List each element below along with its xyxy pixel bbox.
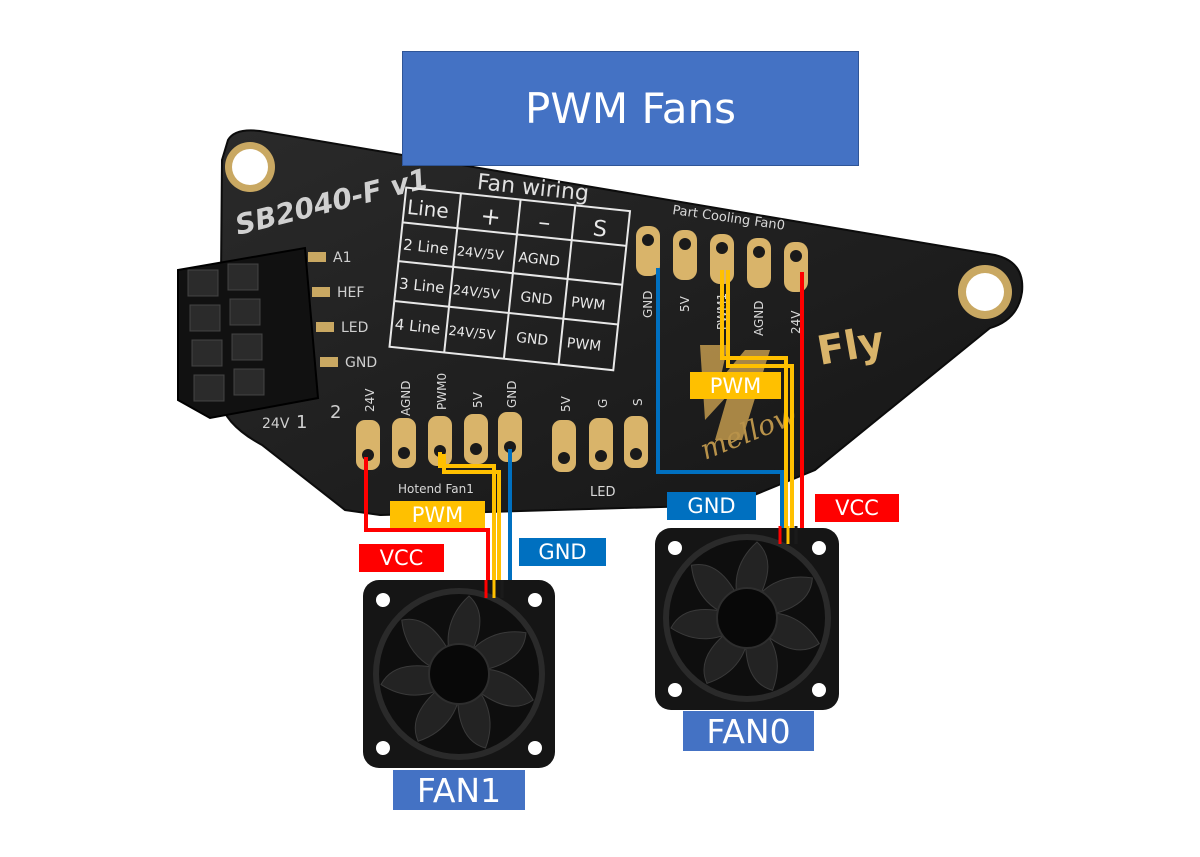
fan0-gnd-tag: GND — [667, 492, 756, 520]
led-header-label: LED — [590, 485, 615, 500]
connector-block — [177, 246, 338, 420]
wiring-cell: 3 Line — [398, 274, 445, 297]
fan1-body — [363, 580, 555, 768]
part-cooling-pin-label: 5V — [678, 295, 692, 312]
wiring-header: + — [479, 202, 502, 232]
wiring-header: S — [592, 216, 609, 242]
connector-label: HEF — [337, 285, 364, 301]
connector-label: A1 — [333, 250, 351, 266]
hotend-pin-label: 24V — [363, 388, 377, 412]
wiring-header: – — [537, 208, 552, 237]
wiring-cell: AGND — [518, 250, 561, 270]
led-pads — [552, 416, 648, 472]
wiring-cell: 24V/5V — [448, 324, 496, 344]
wiring-cell: 2 Line — [402, 236, 449, 259]
fan0-pwm-wire-2 — [726, 270, 794, 534]
led-pin-label: 5V — [559, 395, 573, 412]
wiring-cell: GND — [520, 289, 554, 308]
fan-wiring-table: Fan wiring Line + – S 2 Line 24V/5V AGND — [388, 170, 632, 372]
pcb-board — [218, 129, 1024, 517]
wiring-header: Line — [406, 195, 450, 223]
wiring-cell: PWM — [570, 294, 606, 314]
led-pin-label: G — [596, 399, 610, 408]
wiring-cell: 24V/5V — [456, 244, 504, 264]
connector-label: GND — [345, 355, 377, 371]
part-cooling-pin-label: GND — [641, 290, 655, 318]
logo-text: Fly — [814, 318, 888, 375]
fan0-vcc-tag: VCC — [815, 494, 899, 522]
hotend-pin-label: AGND — [399, 380, 413, 416]
wiring-cell: 24V/5V — [452, 283, 500, 303]
wiring-cell: 4 Line — [394, 315, 441, 338]
fan1-pwm-tag: PWM — [390, 501, 485, 528]
fan1-cable-entry — [484, 580, 504, 598]
hotend-header-label: Hotend Fan1 — [398, 482, 474, 496]
fan0-gnd-wire — [656, 268, 784, 534]
fan0-cable-entry — [778, 526, 798, 544]
hotend-pads — [356, 412, 522, 470]
fan0-wires — [656, 268, 804, 534]
part-cooling-pin-label: 24V — [789, 310, 803, 334]
fan0-label: FAN0 — [683, 711, 814, 751]
pin-row-number: 1 — [296, 412, 307, 433]
hotend-pin-label: 5V — [471, 391, 485, 408]
hotend-pin-label: GND — [505, 380, 519, 408]
fan0-body — [655, 528, 839, 710]
fan1-wires — [364, 449, 512, 588]
wiring-cell: GND — [515, 330, 549, 349]
led-pin-label: S — [631, 398, 645, 406]
mounting-hole-left — [225, 142, 275, 192]
fan1-gnd-tag: GND — [519, 538, 606, 566]
mounting-hole-right — [958, 265, 1012, 319]
pin-row-number: 2 — [330, 402, 341, 423]
fan1-label: FAN1 — [393, 770, 525, 810]
fan1-vcc-wire — [364, 457, 490, 588]
fan1-vcc-tag: VCC — [359, 544, 444, 572]
fan1-pwm-wire — [438, 452, 496, 588]
fan0-pwm-wire — [720, 270, 788, 534]
page-title: PWM Fans — [402, 51, 859, 166]
hotend-pin-label: PWM0 — [435, 373, 449, 410]
part-cooling-pin-label: AGND — [752, 300, 766, 336]
connector-label: LED — [341, 320, 368, 336]
fan1-pwm-wire-2 — [442, 454, 501, 588]
pin-row-number: 24V — [262, 416, 290, 432]
fan0-pwm-tag: PWM — [690, 372, 781, 399]
wiring-cell: PWM — [566, 335, 602, 355]
